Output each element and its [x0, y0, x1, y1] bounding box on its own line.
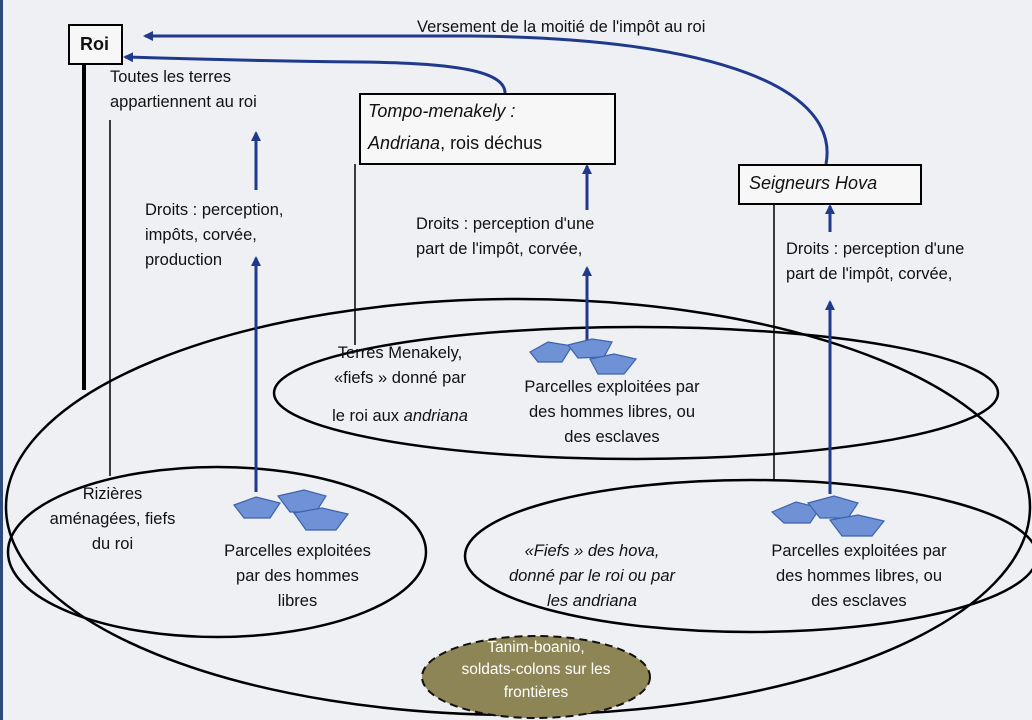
royal-fiefs-ellipse [6, 465, 428, 639]
parcelles-menakely-label: Parcelles exploitées par des hommes libr… [524, 378, 700, 446]
droits-hova-label: Droits : perception d'une part de l'impô… [786, 240, 965, 283]
tanim-label: Tanim-boanio, soldats-colons sur les fro… [461, 639, 611, 701]
left-edge-bar [0, 0, 3, 720]
rizieres-label: Rizières aménagées, fiefs du roi [49, 485, 176, 553]
versement-label: Versement de la moitié de l'impôt au roi [417, 18, 706, 36]
hova-fiefs-ellipse [463, 478, 1032, 634]
roi-label: Roi [80, 34, 109, 54]
tanim-ellipse [421, 635, 651, 719]
seigneurs-label: Seigneurs Hova [749, 173, 878, 193]
hova-parcels-icon [770, 495, 886, 537]
menakely-parcels-icon [529, 338, 638, 375]
fiefs-hova-label: «Fiefs » des hova, donné par le roi ou p… [508, 542, 676, 610]
tompo-rois-dechus: , rois déchus [440, 133, 543, 153]
droits-tompo-label: Droits : perception d'une part de l'impô… [416, 215, 595, 258]
terres-menakely-line3: le roi aux andriana [290, 404, 510, 429]
tompo-box [359, 93, 616, 165]
terres-menakely-label: Terres Menakely, «fiefs » donné par [333, 344, 467, 387]
terres-menakely-prefix: le roi aux [332, 407, 404, 425]
tompo-subtitle: Andriana, rois déchus [368, 130, 613, 157]
droits-roi-label: Droits : perception, impôts, corvée, pro… [145, 201, 284, 269]
terres-menakely-andriana: andriana [403, 407, 468, 425]
terres-roi-label: Toutes les terres appartiennent au roi [110, 68, 257, 111]
menakely-ellipse [272, 325, 1000, 461]
seigneurs-to-roi-arrow [143, 30, 829, 165]
tompo-to-roi-arrow [123, 52, 507, 94]
royal-parcels-icon [233, 489, 350, 531]
parcelles-hova-label: Parcelles exploitées par des hommes libr… [771, 542, 947, 610]
roi-box [68, 24, 123, 65]
tompo-title: Tompo-menakely : [368, 98, 613, 125]
tompo-andriana: Andriana [368, 133, 441, 153]
tompo-line1: Tompo-menakely : [368, 101, 516, 121]
parcelles-roi-label: Parcelles exploitées par des hommes libr… [224, 542, 371, 610]
